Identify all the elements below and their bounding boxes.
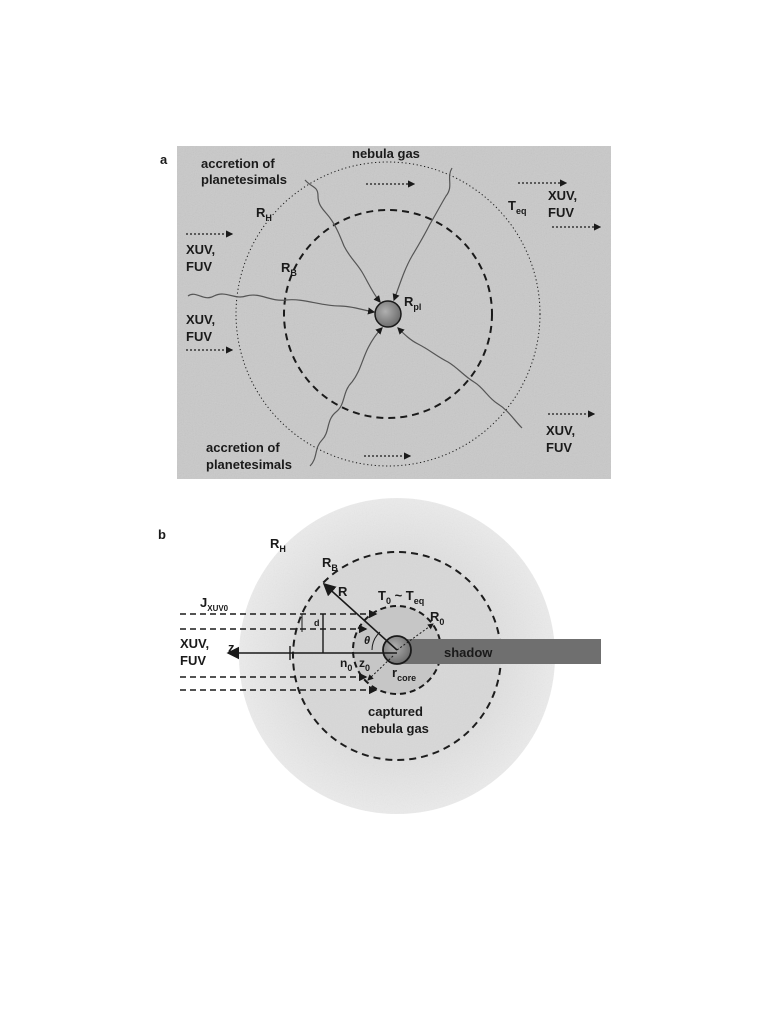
d-label: d <box>314 618 320 628</box>
xuv-label-right-lower: XUV, <box>546 423 575 438</box>
accretion-top-label-1: accretion of <box>201 156 275 171</box>
fuv-label-right-lower: FUV <box>546 440 572 455</box>
r-label: R <box>338 584 348 599</box>
shadow-label: shadow <box>444 645 493 660</box>
incoming-xuv-rays <box>180 609 378 695</box>
trajectory-bottom-right <box>397 327 523 429</box>
rh-label-a: RH <box>256 205 272 223</box>
shadow-band <box>397 639 601 664</box>
accretion-bottom-label-1: accretion of <box>206 440 280 455</box>
hill-sphere-circle <box>235 161 541 467</box>
fuv-label-left-lower: FUV <box>186 329 212 344</box>
planet-core <box>374 300 402 328</box>
xuv-label-left-upper: XUV, <box>186 242 215 257</box>
xuv-label-right-upper: XUV, <box>548 188 577 203</box>
fuv-label-right-upper: FUV <box>548 205 574 220</box>
temperature-label: T0 ~ Teq <box>378 588 424 606</box>
theta-label: θ <box>364 635 370 647</box>
r0-radius <box>396 623 434 651</box>
theta-arc <box>371 631 381 651</box>
accretion-top-label-2: planetesimals <box>201 172 287 187</box>
xuv-label-left-lower: XUV, <box>186 312 215 327</box>
trajectory-left <box>187 293 376 315</box>
trajectory-bottom-left <box>309 327 383 467</box>
trajectory-top-right <box>392 167 453 302</box>
panel-a-label: a <box>160 152 168 167</box>
panel-b-label: b <box>158 527 166 542</box>
captured-gas-label-1: captured <box>368 704 423 719</box>
teq-label-a: Teq <box>508 198 526 216</box>
r-vector <box>322 582 398 651</box>
xuv-label-b: XUV, <box>180 636 209 651</box>
trajectory-top-left <box>304 179 381 303</box>
bondi-sphere-circle <box>283 209 493 419</box>
nebula-gas-label: nebula gas <box>352 146 420 161</box>
panel-b: b RH <box>158 498 601 814</box>
n0-label: n0 <box>340 656 352 673</box>
radiation-arrows-a <box>186 179 602 460</box>
fuv-label-b: FUV <box>180 653 206 668</box>
rh-label-b: RH <box>270 536 286 554</box>
planetesimal-trajectories <box>187 167 523 467</box>
captured-gas-label-2: nebula gas <box>361 721 429 736</box>
panel-a: a nebula gas accretion of <box>160 146 611 479</box>
rb-label-a: RB <box>281 260 297 278</box>
z0-label: z0 <box>359 656 370 673</box>
fuv-label-left-upper: FUV <box>186 259 212 274</box>
jxuv-label: JXUV0 <box>200 595 229 613</box>
r0-label: R0 <box>430 609 444 627</box>
rpl-label: Rpl <box>404 294 421 312</box>
z-label: z <box>228 640 235 655</box>
accretion-bottom-label-2: planetesimals <box>206 457 292 472</box>
z0-marker <box>367 655 394 681</box>
rcore-label: rcore <box>392 665 416 683</box>
rb-label-b: RB <box>322 555 338 573</box>
